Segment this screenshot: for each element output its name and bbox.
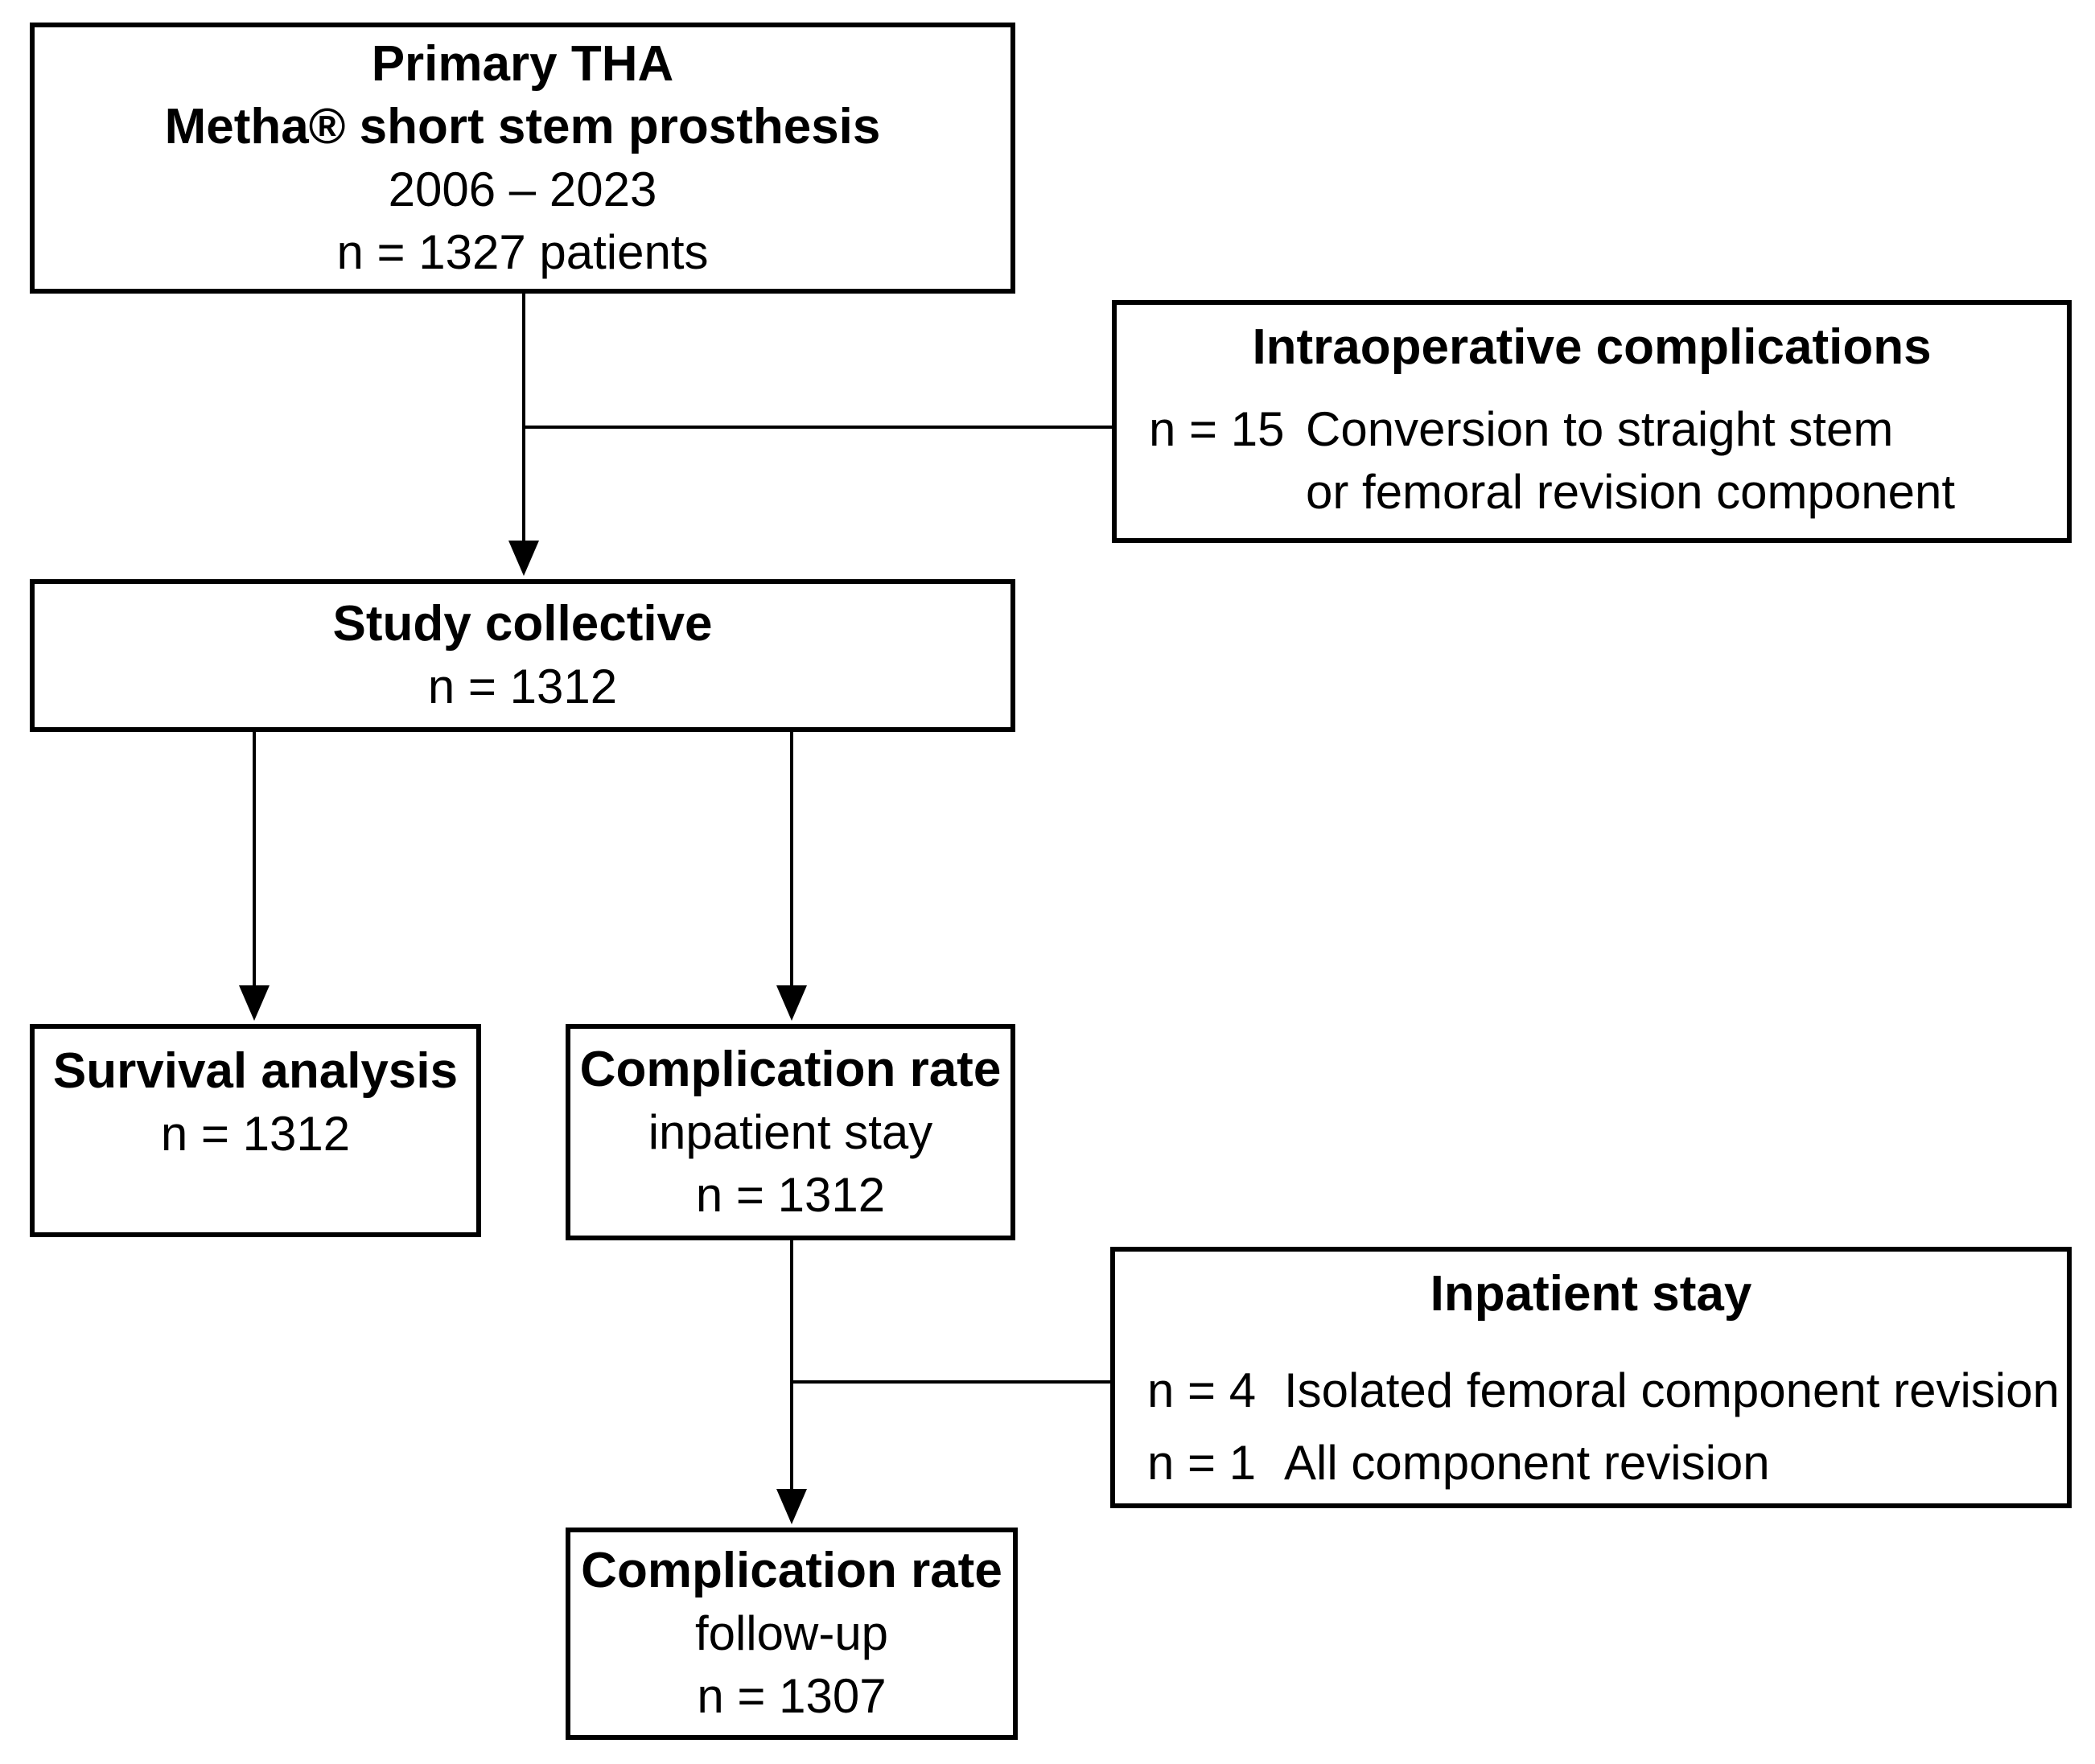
study-collective-count: n = 1312 (427, 660, 618, 713)
complication-rate-inpatient-box: Complication rate inpatient stay n = 131… (566, 1024, 1015, 1240)
connector-study-to-survival-line (253, 732, 256, 985)
inpatient-stay-row1-count: n = 4 (1147, 1363, 1257, 1417)
intraop-title: Intraoperative complications (1252, 319, 1932, 375)
survival-analysis-count: n = 1312 (160, 1107, 351, 1161)
primary-tha-prosthesis: Metha® short stem prosthesis (164, 98, 881, 154)
intraoperative-complications-box: Intraoperative complications n = 15 Conv… (1112, 300, 2072, 543)
survival-analysis-title: Survival analysis (52, 1043, 459, 1099)
intraop-row: n = 15 Conversion to straight stem (1117, 398, 2067, 461)
intraop-row-continuation: or femoral revision component (1117, 461, 2067, 524)
primary-tha-box: Primary THA Metha® short stem prosthesis… (30, 23, 1015, 294)
primary-tha-count: n = 1327 patients (336, 224, 709, 279)
study-collective-title: Study collective (332, 596, 713, 652)
intraop-row-count: n = 15 (1149, 402, 1285, 456)
arrow-primary-to-study (508, 541, 539, 576)
complication-inpatient-title: Complication rate (579, 1041, 1002, 1097)
complication-rate-followup-box: Complication rate follow-up n = 1307 (566, 1528, 1018, 1740)
inpatient-stay-row-1: n = 4 Isolated femoral component revisio… (1115, 1359, 2067, 1422)
connector-study-to-complication-line (790, 732, 793, 985)
survival-analysis-box: Survival analysis n = 1312 (30, 1024, 481, 1237)
inpatient-stay-title: Inpatient stay (1430, 1266, 1752, 1322)
intraop-row-text: Conversion to straight stem (1306, 402, 1894, 456)
arrow-study-to-complication (776, 985, 807, 1021)
complication-inpatient-subtitle: inpatient stay (648, 1104, 933, 1159)
primary-tha-title: Primary THA (371, 35, 674, 92)
intraop-row-text-cont: or femoral revision component (1306, 465, 1956, 519)
inpatient-stay-row1-text: Isolated femoral component revision (1284, 1363, 2060, 1417)
complication-followup-subtitle: follow-up (694, 1606, 889, 1660)
inpatient-stay-row2-count: n = 1 (1147, 1436, 1257, 1490)
connector-branch-to-inpatient-stay (792, 1380, 1110, 1384)
connector-primary-to-study-line (522, 294, 525, 544)
complication-followup-count: n = 1307 (697, 1669, 887, 1723)
connector-complication-to-followup-line (790, 1240, 793, 1489)
study-collective-box: Study collective n = 1312 (30, 579, 1015, 732)
arrow-complication-to-followup (776, 1489, 807, 1524)
arrow-study-to-survival (239, 985, 270, 1021)
connector-branch-to-intraop (524, 426, 1112, 429)
complication-followup-title: Complication rate (581, 1543, 1002, 1598)
complication-inpatient-count: n = 1312 (695, 1167, 886, 1222)
primary-tha-years: 2006 – 2023 (388, 162, 657, 216)
inpatient-stay-row-2: n = 1 All component revision (1115, 1432, 2067, 1495)
inpatient-stay-box: Inpatient stay n = 4 Isolated femoral co… (1110, 1247, 2072, 1508)
inpatient-stay-row2-text: All component revision (1284, 1436, 1770, 1490)
